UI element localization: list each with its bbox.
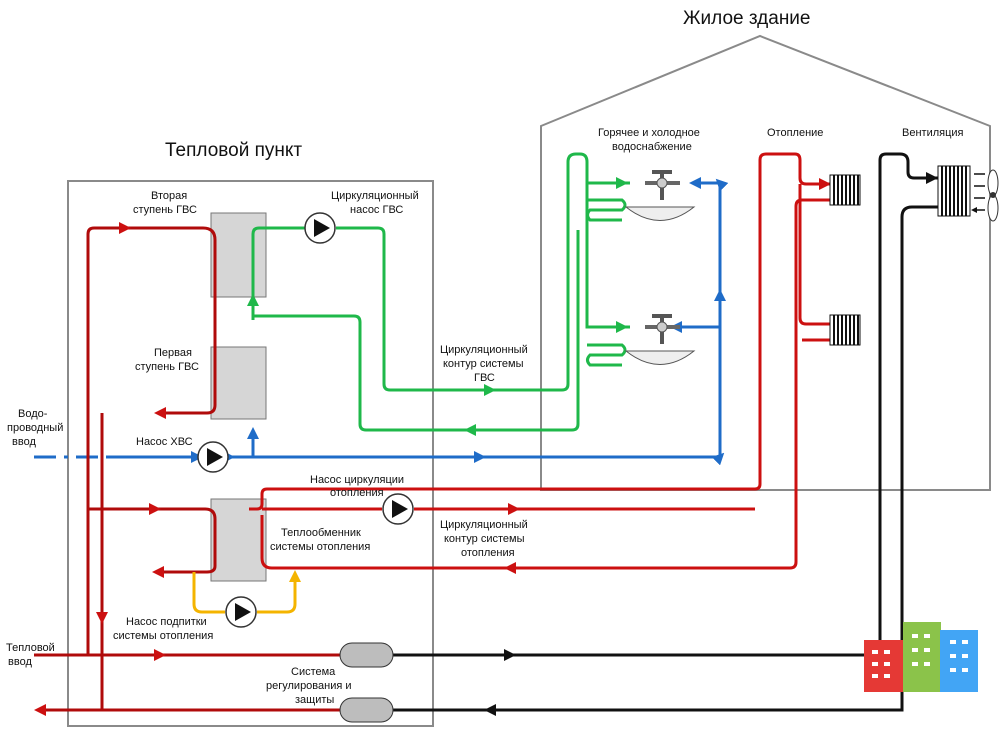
heat-inlet-supply bbox=[34, 226, 217, 657]
label-dhw-circuit-3: ГВС bbox=[474, 372, 495, 384]
label-first-stage: Первая bbox=[154, 347, 192, 359]
label-heat-circ-pump: Насос циркуляции bbox=[310, 474, 404, 486]
label-water-inlet: Водо- bbox=[18, 408, 48, 420]
dhw-return bbox=[253, 230, 580, 432]
label-first-stage-2: ступень ГВС bbox=[135, 361, 199, 373]
label-dhw-circuit: Циркуляционный bbox=[440, 344, 528, 356]
faucet-lower-icon bbox=[624, 314, 696, 365]
label-circ-pump-dhw: Циркуляционный bbox=[331, 190, 419, 202]
cold-water-main bbox=[110, 183, 720, 457]
dhw-towel-coil-upper bbox=[586, 198, 627, 222]
heat-point-title: Тепловой пункт bbox=[165, 140, 302, 161]
building-outline bbox=[540, 34, 991, 491]
makeup-loop bbox=[192, 572, 297, 614]
control-unit-lower bbox=[339, 697, 394, 723]
ventilation-heater-icon bbox=[937, 165, 985, 217]
circulation-pump-dhw[interactable] bbox=[304, 212, 336, 244]
makeup-pump[interactable] bbox=[225, 596, 257, 628]
label-heat-circuit-2: контур системы bbox=[444, 533, 525, 545]
label-water-inlet-3: ввод bbox=[12, 436, 36, 448]
vent-supply bbox=[393, 152, 938, 657]
control-unit-upper bbox=[339, 642, 394, 668]
label-hx-heating-2: системы отопления bbox=[270, 541, 370, 553]
label-cold-pump: Насос ХВС bbox=[136, 436, 193, 448]
radiator-lower-icon bbox=[829, 314, 861, 346]
label-control-2: регулирования и bbox=[266, 680, 352, 692]
label-makeup-pump: Насос подпитки bbox=[126, 616, 207, 628]
dhw-towel-coil-lower bbox=[586, 343, 627, 367]
city-buildings-icon bbox=[864, 622, 978, 692]
label-heat-circuit: Циркуляционный bbox=[440, 519, 528, 531]
label-hot-cold-2: водоснабжение bbox=[612, 141, 692, 153]
label-heating: Отопление bbox=[767, 127, 823, 139]
label-makeup-pump-2: системы отопления bbox=[113, 630, 213, 642]
label-dhw-circuit-2: контур системы bbox=[443, 358, 524, 370]
heating-supply bbox=[249, 152, 830, 511]
label-heat-circuit-3: отопления bbox=[461, 547, 515, 559]
label-ventilation: Вентиляция bbox=[902, 127, 964, 139]
label-hx-heating: Теплообменник bbox=[281, 527, 361, 539]
heating-circulation-pump[interactable] bbox=[382, 493, 414, 525]
label-water-inlet-2: проводный bbox=[7, 422, 63, 434]
label-control: Система bbox=[291, 666, 336, 678]
label-heat-circ-pump-2: отопления bbox=[330, 487, 384, 499]
dhw-supply bbox=[251, 152, 630, 392]
label-second-stage: Вторая bbox=[151, 190, 187, 202]
label-second-stage-2: ступень ГВС bbox=[133, 204, 197, 216]
heating-return bbox=[260, 198, 830, 570]
label-heat-inlet-2: ввод bbox=[8, 656, 32, 668]
cold-water-pump[interactable] bbox=[197, 441, 229, 473]
label-heat-inlet: Тепловой bbox=[6, 642, 55, 654]
label-circ-pump-dhw-2: насос ГВС bbox=[350, 204, 403, 216]
heat-supply-to-hx bbox=[88, 507, 217, 574]
heating-rad-link bbox=[798, 184, 830, 326]
faucet-upper-icon bbox=[624, 170, 696, 221]
hx-second-stage bbox=[210, 212, 267, 298]
radiator-upper-icon bbox=[829, 174, 861, 206]
label-control-3: защиты bbox=[295, 694, 334, 706]
building-title: Жилое здание bbox=[683, 8, 811, 29]
label-hot-cold: Горячее и холодное bbox=[598, 127, 700, 139]
hx-heating bbox=[210, 498, 267, 582]
fan-icon bbox=[987, 169, 999, 222]
hx-first-stage bbox=[210, 346, 267, 420]
vent-return bbox=[393, 205, 938, 712]
